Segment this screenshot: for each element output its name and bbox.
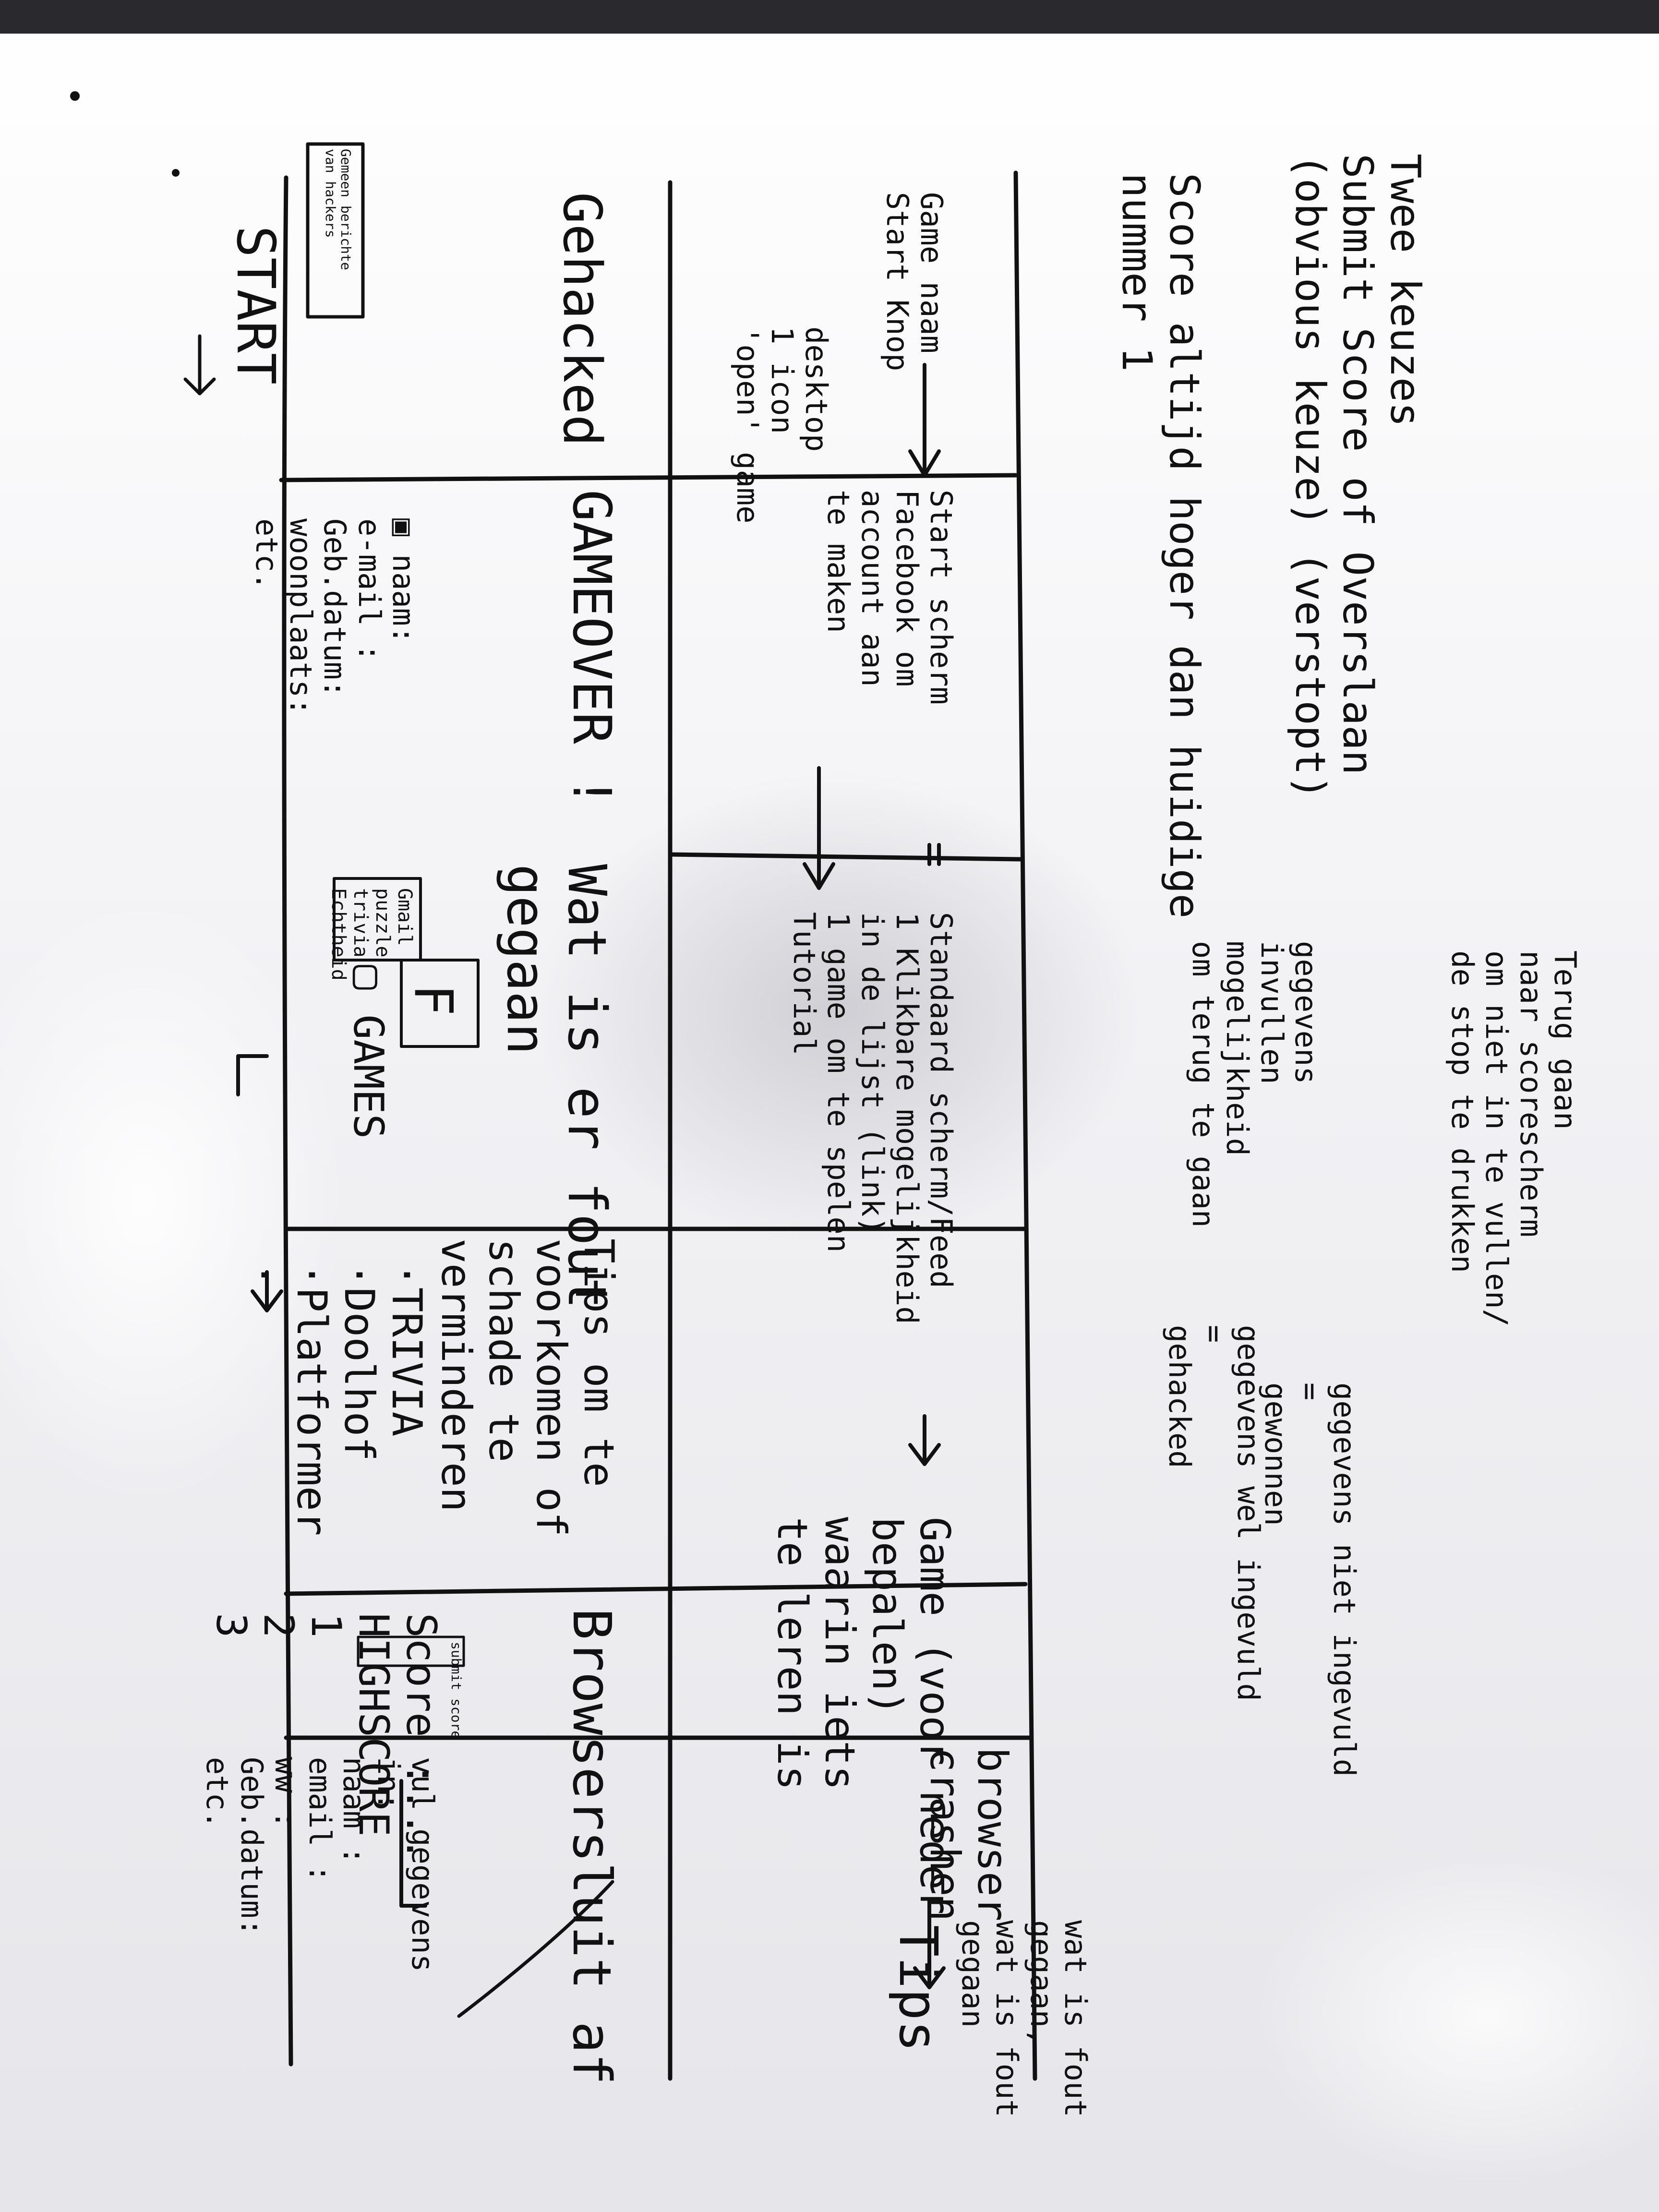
arrow-game-to-tips bbox=[913, 1899, 946, 1989]
note-start-screen: Start scherm Facebook om account aan te … bbox=[821, 490, 959, 705]
note-browser-crash: browser crashen bbox=[921, 1747, 1016, 1922]
arrow-fill-down bbox=[236, 1054, 269, 1096]
cell-start: START bbox=[225, 226, 287, 385]
arrow-start-to-screen bbox=[908, 363, 941, 477]
arrow-fill-to-result bbox=[251, 1270, 283, 1312]
cell-games: ▢ GAMES bbox=[344, 965, 392, 1139]
note-fill-data: gegevens invullen mogelijkheid om terug … bbox=[1186, 941, 1323, 1228]
note-score-line: Score altijd hoger dan huidige nummer 1 bbox=[1113, 173, 1208, 919]
hacked-message-label: Gemeen berichte van hackers bbox=[322, 149, 354, 270]
note-data-entered: gegevens wel ingevuld = gehacked bbox=[1162, 1325, 1266, 1701]
cell-tips-prevent: Tips om te voorkomen of schade te vermin… bbox=[432, 1238, 623, 1537]
note-tips: Tips bbox=[888, 1925, 949, 2052]
grid-divider-4 bbox=[284, 1582, 1028, 1596]
grid-divider-1 bbox=[279, 473, 1018, 482]
games-letter: F bbox=[403, 984, 464, 1016]
grid-divider-2 bbox=[668, 852, 1023, 862]
arrow-score-to-choices bbox=[803, 766, 835, 890]
cell-gameover: GAMEOVER ! bbox=[561, 490, 623, 808]
cell-form-fields: ▣ naam: e-mail : Geb.datum: woonplaats: … bbox=[249, 518, 421, 716]
grid-line-middle-upper bbox=[664, 180, 673, 2081]
note-standard-screen: Standaard scherm/Feed 1 Klikbare mogelij… bbox=[786, 912, 959, 1324]
hacked-message-box bbox=[306, 142, 365, 319]
grid-line-middle-lower bbox=[1013, 170, 1037, 2081]
cell-trivia-list: ·TRIVIA ·Doolhof ·Platformer · bbox=[240, 1262, 431, 1536]
top-dark-edge bbox=[0, 0, 1659, 34]
arrow-screen-to-feed bbox=[927, 843, 941, 866]
gmail-box bbox=[333, 877, 422, 962]
cell-hacked: Gehacked bbox=[552, 192, 613, 446]
arrow-score-to-tips bbox=[399, 1779, 427, 1908]
ink-speck bbox=[172, 169, 180, 177]
arrow-desktop bbox=[183, 334, 216, 396]
arrow-tips-to-crash bbox=[457, 1880, 614, 2018]
ink-speck bbox=[70, 91, 80, 101]
note-data-not-entered: gegevens niet ingevuld = gewonnen bbox=[1258, 1382, 1362, 1777]
note-tips-detail: wat is fout gegaan, wat is fout gegaan bbox=[955, 1920, 1093, 2117]
note-two-choices: Twee keuzes Submit Score of Overslaan (o… bbox=[1286, 154, 1429, 800]
submit-score-box bbox=[357, 1635, 465, 1667]
cell-browser-closes: Browsersluit af bbox=[561, 1608, 623, 2085]
grid-line-top bbox=[282, 175, 293, 2067]
submit-score-label: submit score bbox=[448, 1642, 464, 1739]
note-start-button: Game naam Start Knop bbox=[879, 192, 949, 372]
note-back: Terug gaan naar scorescherm om niet in t… bbox=[1445, 950, 1583, 1327]
arrow-feed-to-game bbox=[908, 1414, 941, 1466]
cell-fill-data: vul gegevens in: naam : email : ww : Geb… bbox=[200, 1757, 440, 1972]
games-letter-box bbox=[400, 959, 480, 1048]
note-desktop-icon: desktop 1 icon 'open' game bbox=[730, 326, 834, 524]
